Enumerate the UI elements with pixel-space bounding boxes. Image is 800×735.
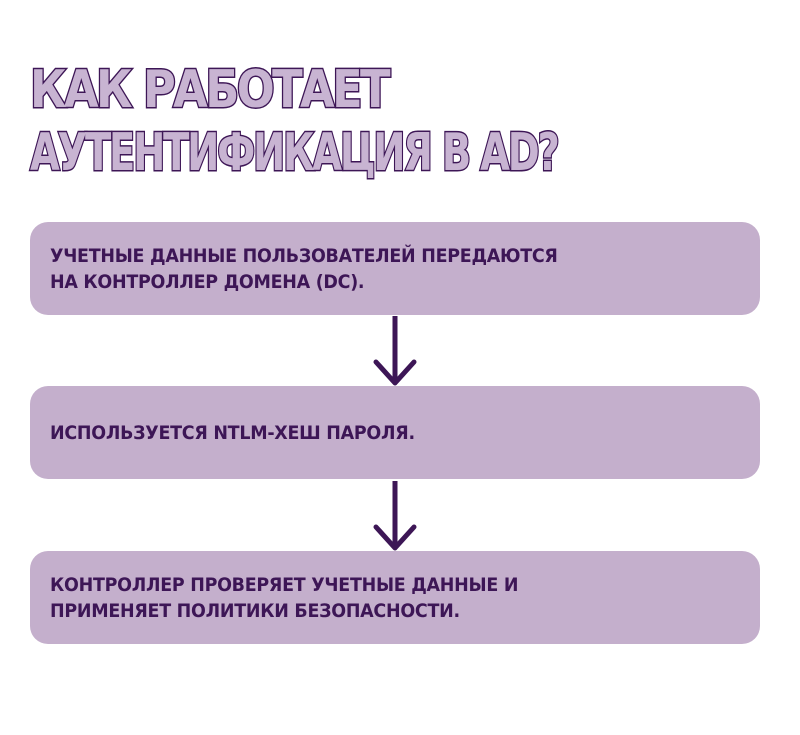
step-box-1: УЧЕТНЫЕ ДАННЫЕ ПОЛЬЗОВАТЕЛЕЙ ПЕРЕДАЮТСЯ … [30, 222, 760, 315]
step-box-3: КОНТРОЛЛЕР ПРОВЕРЯЕТ УЧЕТНЫЕ ДАННЫЕ И ПР… [30, 551, 760, 644]
arrow-down-icon [373, 316, 417, 386]
step-box-2: ИСПОЛЬЗУЕТСЯ NTLM-ХЕШ ПАРОЛЯ. [30, 386, 760, 479]
page-title-line-2: АУТЕНТИФИКАЦИЯ В AD? [29, 122, 561, 185]
step-text-1: УЧЕТНЫЕ ДАННЫЕ ПОЛЬЗОВАТЕЛЕЙ ПЕРЕДАЮТСЯ … [50, 244, 558, 293]
step-text-3: КОНТРОЛЛЕР ПРОВЕРЯЕТ УЧЕТНЫЕ ДАННЫЕ И ПР… [50, 573, 519, 622]
page-title-line-1: КАК РАБОТАЕТ [29, 59, 392, 122]
step-text-2: ИСПОЛЬЗУЕТСЯ NTLM-ХЕШ ПАРОЛЯ. [50, 421, 415, 444]
arrow-down-icon [373, 481, 417, 551]
